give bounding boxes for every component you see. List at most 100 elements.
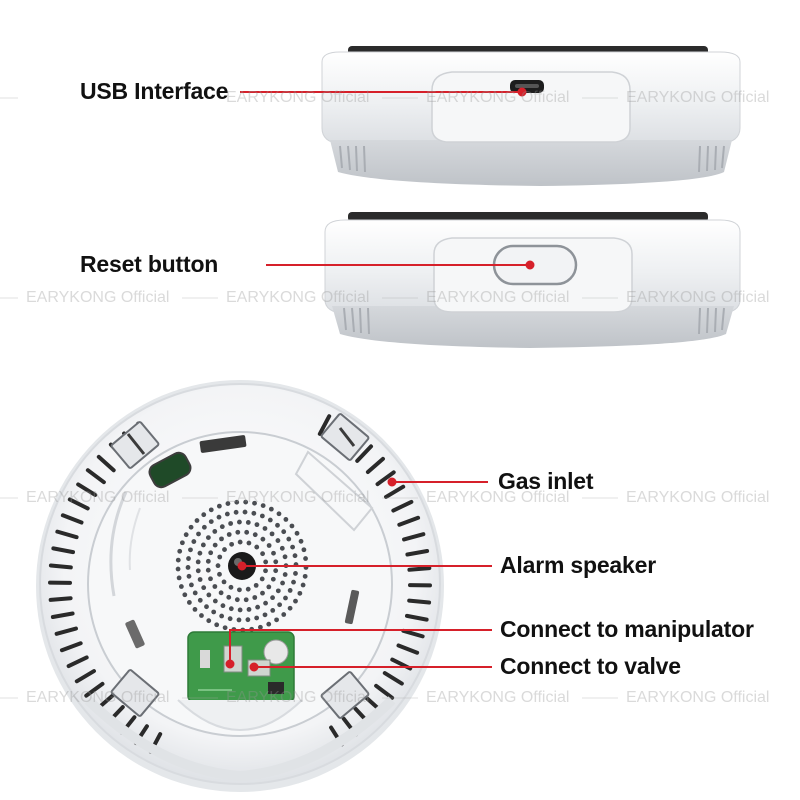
vent-slot bbox=[48, 563, 73, 570]
vent-slot bbox=[59, 641, 83, 653]
speaker-hole bbox=[260, 551, 265, 557]
speaker-hole bbox=[280, 580, 285, 586]
speaker-hole bbox=[281, 612, 287, 617]
speaker-hole bbox=[217, 554, 223, 560]
speaker-hole bbox=[205, 567, 211, 573]
vent-slot bbox=[407, 566, 432, 572]
speaker-hole bbox=[226, 594, 232, 600]
speaker-hole bbox=[255, 604, 261, 610]
speaker-hole bbox=[233, 509, 239, 515]
speaker-hole bbox=[186, 573, 192, 579]
gas-inlet-vents bbox=[48, 414, 432, 754]
speaker-hole bbox=[215, 563, 221, 569]
speaker-hole bbox=[293, 598, 298, 604]
speaker-grille bbox=[175, 499, 309, 633]
speaker-hole bbox=[206, 592, 212, 598]
watermark: EARYKONG Official bbox=[426, 689, 570, 706]
speaker-hole bbox=[268, 506, 274, 512]
speaker-hole bbox=[237, 539, 243, 545]
speaker-hole bbox=[245, 586, 251, 592]
speaker-hole bbox=[234, 499, 240, 505]
speaker-hole bbox=[227, 616, 233, 622]
speaker-hole bbox=[251, 510, 257, 516]
speaker-hole bbox=[201, 585, 207, 591]
speaker-hole bbox=[254, 615, 260, 621]
speaker-hole bbox=[216, 514, 222, 520]
device-side-reset bbox=[324, 212, 741, 348]
speaker-hole bbox=[221, 579, 227, 585]
vent-slot bbox=[355, 444, 374, 463]
speaker-hole bbox=[279, 545, 285, 551]
speaker-hole bbox=[224, 511, 230, 517]
leader-manipulator bbox=[229, 629, 492, 664]
vent-slot bbox=[384, 484, 406, 499]
vent-slot bbox=[85, 468, 106, 485]
reset-button-label: Reset button bbox=[80, 251, 219, 277]
vent-slot bbox=[60, 513, 84, 525]
vent-slot bbox=[317, 414, 332, 436]
speaker-hole bbox=[186, 600, 192, 605]
watermark: EARYKONG Official bbox=[426, 89, 570, 106]
speaker-hole bbox=[212, 584, 218, 589]
speaker-hole bbox=[179, 540, 185, 546]
speaker-hole bbox=[257, 624, 263, 630]
watermark: EARYKONG Official bbox=[426, 489, 570, 506]
speaker-hole bbox=[220, 603, 226, 609]
speaker-hole bbox=[229, 541, 235, 547]
vent-slot bbox=[397, 515, 421, 527]
watermark: EARYKONG Official bbox=[226, 89, 370, 106]
vent-slot bbox=[402, 532, 426, 542]
vent-slot bbox=[401, 628, 425, 639]
watermark: EARYKONG Official bbox=[26, 689, 170, 706]
speaker-hole bbox=[283, 517, 289, 522]
watermark: EARYKONG Official bbox=[26, 489, 170, 506]
alarm-speaker-label: Alarm speaker bbox=[500, 552, 656, 578]
speaker-hole bbox=[287, 605, 293, 611]
connect-valve-label: Connect to valve bbox=[500, 653, 681, 679]
speaker-hole bbox=[188, 547, 193, 553]
vent-slot bbox=[365, 456, 385, 475]
speaker-hole bbox=[235, 529, 241, 535]
vent-slot bbox=[382, 671, 404, 686]
speaker-hole bbox=[175, 566, 181, 572]
speaker-hole bbox=[191, 539, 197, 544]
speaker-hole bbox=[291, 579, 296, 585]
speaker-hole bbox=[219, 536, 224, 542]
speaker-hole bbox=[175, 557, 181, 563]
vent-slot bbox=[84, 681, 105, 698]
speaker-hole bbox=[192, 590, 198, 596]
speaker-hole bbox=[188, 524, 194, 530]
speaker-hole bbox=[266, 621, 272, 627]
speaker-hole bbox=[274, 617, 279, 623]
speaker-hole bbox=[237, 519, 242, 525]
speaker-hole bbox=[222, 625, 228, 631]
speaker-hole bbox=[294, 530, 300, 536]
watermark: EARYKONG Official bbox=[226, 289, 370, 306]
speaker-hole bbox=[192, 607, 198, 612]
speaker-hole bbox=[182, 592, 188, 598]
vent-slot bbox=[375, 470, 396, 487]
vent-slot bbox=[74, 669, 96, 684]
speaker-hole bbox=[243, 597, 249, 603]
speaker-hole bbox=[282, 572, 288, 577]
speaker-hole bbox=[275, 588, 281, 594]
speaker-hole bbox=[228, 606, 234, 612]
speaker-hole bbox=[281, 529, 287, 535]
speaker-hole bbox=[218, 590, 224, 596]
speaker-hole bbox=[246, 540, 252, 546]
speaker-hole bbox=[197, 577, 203, 582]
vent-slot bbox=[405, 549, 430, 557]
leader-lines bbox=[225, 87, 535, 672]
watermark: EARYKONG Official bbox=[626, 489, 770, 506]
speaker-hole bbox=[286, 536, 292, 542]
speaker-hole bbox=[266, 543, 272, 548]
speaker-hole bbox=[245, 617, 251, 623]
speaker-hole bbox=[201, 524, 207, 530]
vent-slot bbox=[50, 611, 75, 619]
speaker-hole bbox=[219, 524, 225, 530]
speaker-hole bbox=[176, 575, 182, 581]
speaker-hole bbox=[186, 556, 191, 561]
speaker-hole bbox=[189, 582, 194, 588]
speaker-hole bbox=[254, 544, 260, 550]
